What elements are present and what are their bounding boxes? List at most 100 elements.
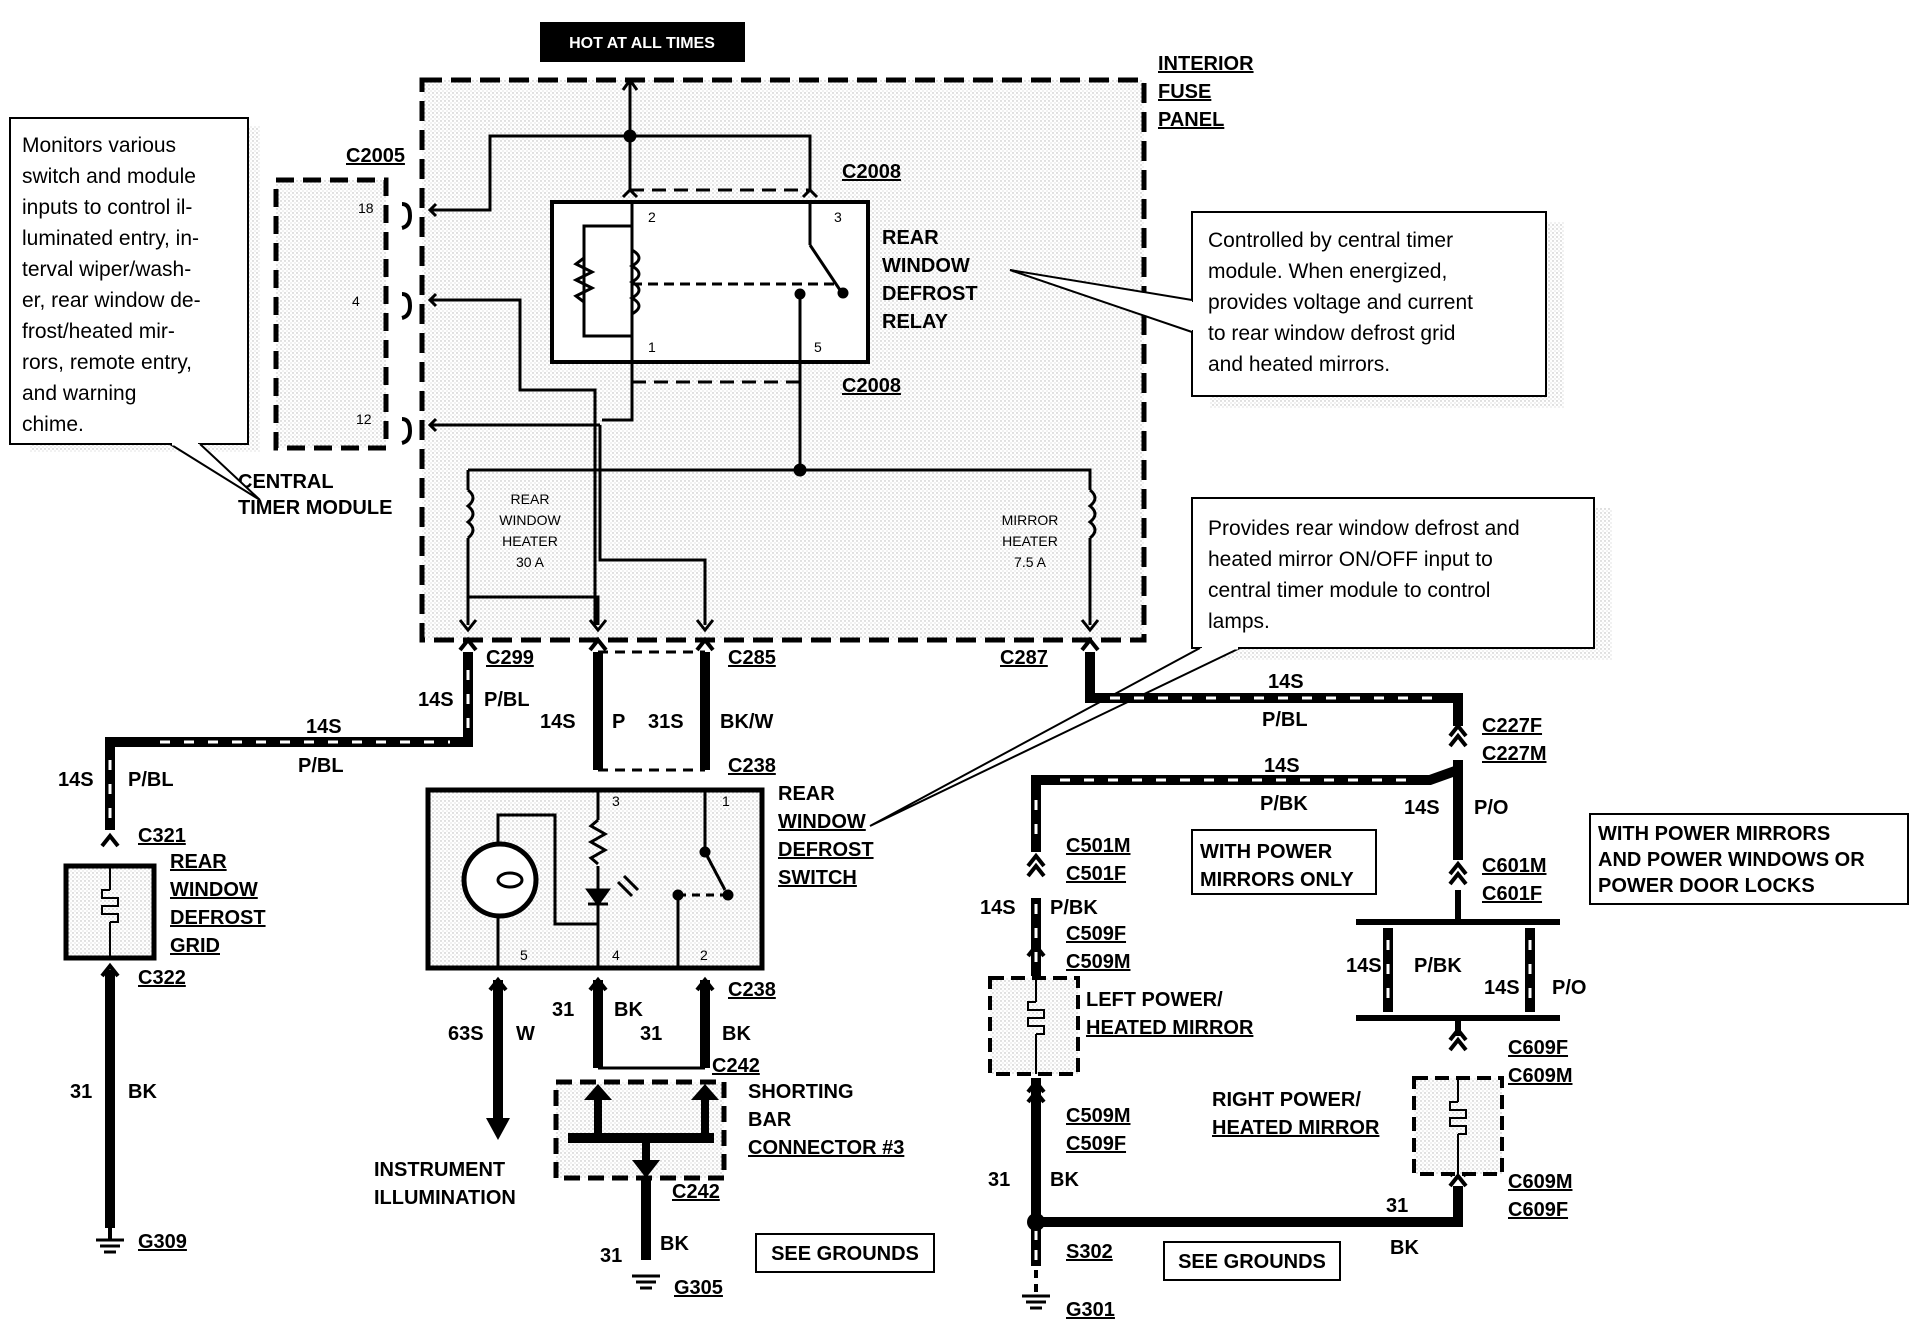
note-relay-line-4: to rear window defrost grid [1208, 322, 1455, 345]
wires-below-switch [493, 980, 710, 1260]
wbk-grid: BK [128, 1081, 157, 1103]
c227m-label: C227M [1482, 743, 1546, 765]
hot-at-all-times-box: HOT AT ALL TIMES [540, 22, 745, 62]
wbk-c: BK [660, 1233, 689, 1255]
ww: W [516, 1023, 535, 1045]
note-ctm-line-2: switch and module [22, 165, 196, 188]
ctm-title-1: CENTRAL [238, 471, 334, 493]
c321-label: C321 [138, 825, 186, 847]
note-ctm-line-4: luminated entry, in- [22, 227, 199, 250]
left-mirror-title-1: LEFT POWER/ [1086, 989, 1223, 1011]
mirror-fuse-label-1: MIRROR [1002, 512, 1059, 528]
c238-top-label: C238 [728, 755, 776, 777]
wire-dashes-left [108, 670, 470, 820]
mirror-fuse-label-2: HEATER [1002, 533, 1058, 549]
rear-fuse-label-2: WINDOW [499, 512, 561, 528]
note-switch-line-3: central timer module to control [1208, 579, 1490, 602]
cond-pw-line-3: POWER DOOR LOCKS [1598, 875, 1815, 897]
note-relay-line-2: module. When energized, [1208, 260, 1447, 283]
cond-pw-line-1: WITH POWER MIRRORS [1598, 823, 1830, 845]
panel-connectors [458, 636, 1100, 652]
relay-pin-1: 1 [648, 339, 656, 355]
w31-a: 31 [552, 999, 574, 1021]
c609m-bottom-label: C609M [1508, 1171, 1572, 1193]
wpo-f: P/O [1474, 797, 1508, 819]
grid-title-4: GRID [170, 935, 220, 957]
wbk-b: BK [722, 1023, 751, 1045]
w63s: 63S [448, 1023, 484, 1045]
note-central-timer: Monitors various switch and module input… [9, 117, 261, 501]
g305-label: G305 [674, 1277, 723, 1299]
wire-dashes-right [1034, 696, 1532, 1266]
rear-fuse-label-1: REAR [511, 491, 550, 507]
rear-fuse-label-4: 30 A [516, 554, 545, 570]
grid-title-3: DEFROST [170, 907, 266, 929]
c242-bottom-label: C242 [672, 1181, 720, 1203]
ctm-connector: C2005 [346, 145, 405, 167]
c509f-bottom-label: C509F [1066, 1133, 1126, 1155]
c609m-top-label: C609M [1508, 1065, 1572, 1087]
switch-title-4: SWITCH [778, 867, 857, 889]
w31s: 31S [648, 711, 684, 733]
condition-power-mirrors-only: WITH POWER MIRRORS ONLY [1191, 829, 1377, 895]
c501m-label: C501M [1066, 835, 1130, 857]
g301-label: G301 [1066, 1299, 1115, 1321]
ctm-title-2: TIMER MODULE [238, 497, 392, 519]
connector-labels-right: C227F C227M C501M C501F C509F C509M C509… [1066, 715, 1572, 1221]
c501f-label: C501F [1066, 863, 1126, 885]
wbk-d: BK [1050, 1169, 1079, 1191]
grid-title-2: WINDOW [170, 879, 258, 901]
see-grounds-1: SEE GROUNDS [755, 1233, 935, 1273]
ctm-pin-4: 4 [352, 293, 360, 309]
c601f-label: C601F [1482, 883, 1542, 905]
right-connector-arrows [1026, 722, 1468, 1188]
grid-title-1: REAR [170, 851, 227, 873]
wpbk-g: P/BK [1050, 897, 1098, 919]
wire-labels-below-switch: C238 63S W 31 BK 31 BK INSTRUMENT ILLUMI… [374, 979, 776, 1209]
see-grounds-2-label: SEE GROUNDS [1178, 1251, 1326, 1273]
wire-labels-right: 14S P/BL 14S P/BK 14S P/O 14S P/BK 14S P… [980, 671, 1586, 1259]
note-relay-line-3: provides voltage and current [1208, 291, 1473, 314]
relay-connector-bottom: C2008 [842, 375, 901, 397]
relay-title-3: DEFROST [882, 283, 978, 305]
w31-b: 31 [640, 1023, 662, 1045]
mirror-fuse-label-3: 7.5 A [1014, 554, 1047, 570]
see-grounds-2: SEE GROUNDS [1163, 1241, 1341, 1281]
c601m-label: C601M [1482, 855, 1546, 877]
shorting-bar-connector: C242 C242 SHORTING BAR CONNECTOR #3 31 B… [553, 1055, 904, 1267]
switch-title-3: DEFROST [778, 839, 874, 861]
c609f-bottom-label: C609F [1508, 1199, 1568, 1221]
note-switch-line-1: Provides rear window defrost and [1208, 517, 1520, 540]
right-mirror-title-1: RIGHT POWER/ [1212, 1089, 1361, 1111]
w14s-f: 14S [1404, 797, 1440, 819]
cond-pmo-line-2: MIRRORS ONLY [1200, 869, 1354, 891]
w31-d: 31 [988, 1169, 1010, 1191]
note-ctm-line-6: er, rear window de- [22, 289, 201, 312]
below-switch-arrows [488, 976, 715, 1070]
relay-pin-5: 5 [814, 339, 822, 355]
note-switch-line-4: lamps. [1208, 610, 1270, 633]
w14s-a: 14S [418, 689, 454, 711]
relay-connector-top: C2008 [842, 161, 901, 183]
shorting-bar-title-3: CONNECTOR #3 [748, 1137, 904, 1159]
note-ctm-line-1: Monitors various [22, 134, 176, 157]
ground-g305: G305 [632, 1274, 723, 1299]
hot-at-all-times-label: HOT AT ALL TIMES [569, 35, 715, 52]
fuse-labels: REAR WINDOW HEATER 30 A MIRROR HEATER 7.… [499, 491, 1058, 570]
relay-labels: 2 3 1 5 C2008 C2008 REAR WINDOW DEFROST … [648, 161, 978, 397]
note-switch-line-2: heated mirror ON/OFF input to [1208, 548, 1493, 571]
switch-pin-1: 1 [722, 793, 730, 809]
rear-fuse-label-3: HEATER [502, 533, 558, 549]
w31-c: 31 [600, 1245, 622, 1267]
note-relay: Controlled by central timer module. When… [1009, 211, 1564, 408]
c287-label: C287 [1000, 647, 1048, 669]
note-ctm-line-10: chime. [22, 413, 84, 436]
w14s-g: 14S [980, 897, 1016, 919]
note-ctm-line-8: rors, remote entry, [22, 351, 192, 374]
left-heated-mirror: LEFT POWER/ HEATED MIRROR [988, 976, 1254, 1076]
wpbk-e: P/BK [1260, 793, 1308, 815]
fuse-panel-title-2: FUSE [1158, 81, 1211, 103]
w31-e: 31 [1386, 1195, 1408, 1217]
c238-bottom-label: C238 [728, 979, 776, 1001]
